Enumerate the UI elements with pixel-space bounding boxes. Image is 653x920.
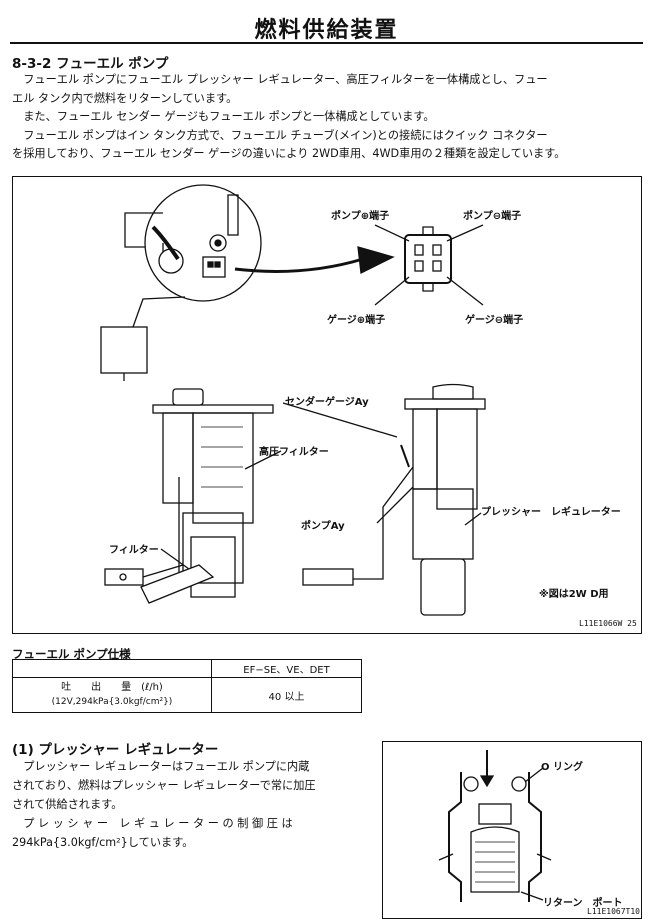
connector-detail [374,224,484,306]
spec-row-sub: (12V,294kPa{3.0kgf/cm²}) [51,697,173,707]
regulator-figure: O リング リターン ポート L11E1067T10 [382,741,642,919]
gauge-minus-label: ゲージ⊖端子 [465,315,524,326]
spec-row-value: 40 以上 [211,677,362,713]
pump-top-view [100,184,262,381]
spec-row-label-cell: 吐 出 量 (ℓ/h) (12V,294kPa{3.0kgf/cm²}) [12,677,212,713]
fuel-pump-figure: ポンプ⊕端子 ポンプ⊖端子 ゲージ⊕端子 ゲージ⊖端子 センダーゲージAy 高圧… [12,176,642,634]
intro-line: フューエル ポンプにフューエル プレッシャー レギュレーター、高圧フィルターを一… [12,73,548,86]
spec-header: EF−SE、VE、DET [211,659,362,678]
body-line: プレッシャー レギュレーターはフューエル ポンプに内蔵 [12,760,310,773]
sender-gauge-label: センダーゲージAy [285,397,369,408]
pump-minus-label: ポンプ⊖端子 [463,211,522,222]
filter-label: フィルター [109,545,159,556]
arrow-icon [234,257,364,273]
pump-ay-label: ポンプAy [301,521,345,532]
spec-title: フューエル ポンプ仕様 [12,647,131,661]
hp-filter-label: 高圧フィルター [259,447,329,458]
spec-header-blank [12,659,212,678]
body-line: 294kPa{3.0kgf/cm²}しています。 [12,836,194,849]
return-port-label: リターン ポート [543,898,623,909]
subsection-heading: (1) プレッシャー レギュレーター [12,742,219,758]
intro-line: フューエル ポンプはイン タンク方式で、フューエル チューブ(メイン)との接続に… [12,128,548,142]
o-ring-label: O リング [541,762,583,773]
body-line: されて供給されます。 [12,798,123,811]
pump-plus-label: ポンプ⊕端子 [331,211,390,222]
figure-note: ※図は2W D用 [539,589,609,600]
intro-text: フューエル ポンプにフューエル プレッシャー レギュレーター、高圧フィルターを一… [12,71,644,164]
intro-line: また、フューエル センダー ゲージもフューエル ポンプと一体構成としています。 [12,110,435,124]
figure2-code: L11E1067T10 [587,907,640,916]
body-line: されており、燃料はプレッシャー レギュレーターで常に加圧 [12,779,316,792]
regulator-text: プレッシャー レギュレーターはフューエル ポンプに内蔵 されており、燃料はプレッ… [12,757,368,852]
intro-line: エル タンク内で燃料をリターンしています。 [12,91,238,105]
fuel-pump-diagram [100,184,486,616]
figure-code: L11E1066W 25 [579,619,637,628]
spec-row-label: 吐 出 量 (ℓ/h) [61,682,163,693]
gauge-plus-label: ゲージ⊕端子 [327,315,386,326]
page-title: 燃料供給装置 [254,18,399,43]
pump-assembly-front [104,388,274,604]
spec-table: EF−SE、VE、DET 吐 出 量 (ℓ/h) (12V,294kPa{3.0… [12,659,362,713]
regulator-diagram [438,750,552,902]
pump-assembly-side [302,383,486,616]
regulator-label: プレッシャー レギュレーター [481,507,621,518]
body-line: プ レ ッ シ ャ ー レ ギ ュ レ ー タ ー の 制 御 圧 は [12,817,293,830]
title-rule [10,42,643,44]
intro-line: を採用しており、フューエル センダー ゲージの違いにより 2WD車用、4WD車用… [12,147,566,161]
section-heading: 8-3-2 フューエル ポンプ [12,56,169,72]
